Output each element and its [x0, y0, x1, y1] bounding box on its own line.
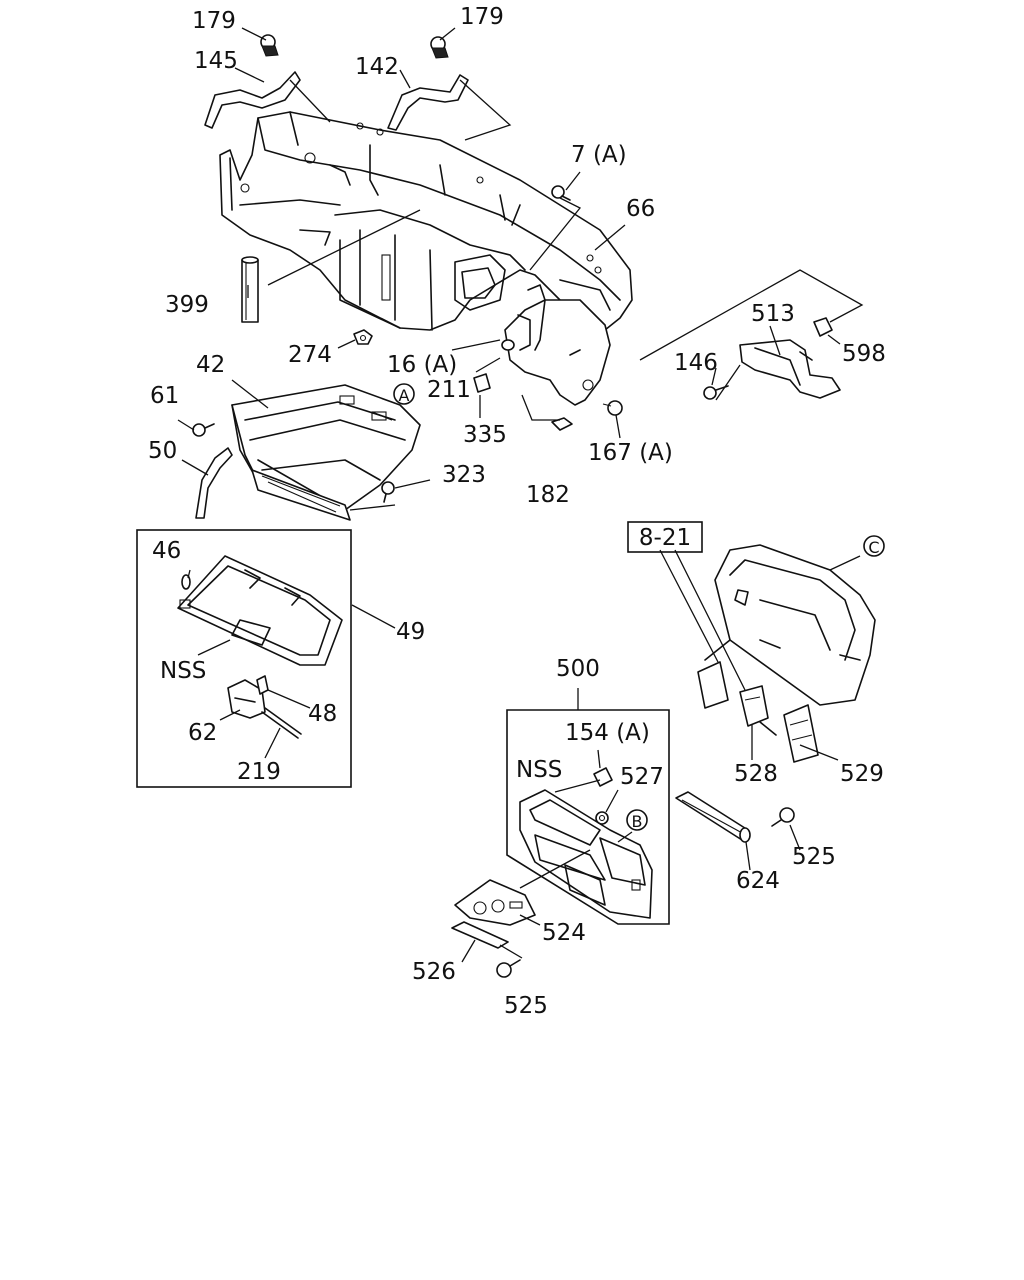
label-145: 145 — [194, 48, 238, 74]
label-529: 529 — [840, 761, 884, 787]
nut-527 — [595, 811, 609, 825]
switch-529 — [783, 704, 819, 763]
glove-box-lower-tray — [251, 469, 351, 521]
label-142: 142 — [355, 54, 399, 80]
label-42: 42 — [196, 352, 225, 378]
label-61: 61 — [150, 383, 179, 409]
instrument-panel-reinforcement — [219, 111, 633, 331]
label-528: 528 — [734, 761, 778, 787]
label-154a: 154 (A) — [565, 720, 650, 746]
label-nss-left: NSS — [160, 658, 206, 684]
label-598: 598 — [842, 341, 886, 367]
strip-624 — [675, 791, 751, 843]
rod-219 — [261, 707, 302, 739]
screw-525-right — [771, 807, 795, 827]
callout-c: C — [863, 535, 885, 557]
leader-lines — [177, 27, 864, 963]
svg-text:A: A — [399, 386, 410, 405]
callout-b: B — [626, 809, 648, 831]
bolt-167a — [602, 400, 623, 416]
label-513: 513 — [751, 301, 795, 327]
center-panel-kit-box — [506, 709, 670, 925]
switch-bracket-panel — [697, 661, 729, 709]
label-182: 182 — [526, 482, 570, 508]
screw-323 — [381, 481, 395, 503]
bolt-7a — [551, 185, 571, 201]
glove-lid-49 — [177, 555, 343, 666]
svg-text:B: B — [632, 812, 643, 831]
stopper-46 — [181, 574, 191, 590]
nut-274 — [353, 329, 373, 345]
clip-154a — [593, 767, 613, 787]
screw-146 — [703, 385, 729, 400]
weatherstrip-50 — [195, 447, 233, 519]
label-46: 46 — [152, 538, 181, 564]
label-48: 48 — [308, 701, 337, 727]
label-nss-center: NSS — [516, 757, 562, 783]
center-panel-bezel — [519, 789, 653, 919]
glove-box-42 — [231, 384, 421, 511]
clip-211 — [501, 339, 515, 351]
label-49: 49 — [396, 619, 425, 645]
label-50: 50 — [148, 438, 177, 464]
label-274: 274 — [288, 342, 332, 368]
label-525-right: 525 — [792, 844, 836, 870]
label-525-bottom: 525 — [504, 993, 548, 1019]
reference-8-21[interactable]: 8-21 — [627, 521, 703, 553]
label-527: 527 — [620, 764, 664, 790]
part-labels: 179 179 145 142 7 (A) 66 399 274 16 (A) … — [148, 4, 886, 1019]
bracket-524 — [454, 879, 536, 926]
glove-lid-kit-box — [136, 529, 352, 788]
label-66: 66 — [626, 196, 655, 222]
label-167a: 167 (A) — [588, 440, 673, 466]
strip-526 — [451, 921, 509, 949]
label-624: 624 — [736, 868, 780, 894]
bracket-142 — [387, 74, 469, 131]
tube-399 — [241, 256, 259, 323]
label-62: 62 — [188, 720, 217, 746]
cluster-bezel — [704, 544, 876, 706]
callout-a: A — [393, 383, 415, 405]
clip-598 — [813, 317, 833, 337]
label-179-left: 179 — [192, 8, 236, 34]
label-219: 219 — [237, 759, 281, 785]
label-526: 526 — [412, 959, 456, 985]
svg-text:C: C — [868, 538, 879, 557]
bracket-145 — [204, 71, 301, 129]
label-335: 335 — [463, 422, 507, 448]
label-179-right: 179 — [460, 4, 504, 30]
screw-525-bottom — [496, 959, 521, 978]
label-211: 211 — [427, 377, 471, 403]
label-7a: 7 (A) — [571, 142, 627, 168]
bolt-179-left — [260, 34, 279, 57]
bolt-179-right — [430, 36, 449, 59]
label-146: 146 — [674, 350, 718, 376]
center-brace — [504, 284, 611, 406]
switch-528 — [739, 685, 777, 736]
label-500: 500 — [556, 656, 600, 682]
label-323: 323 — [442, 462, 486, 488]
label-16a: 16 (A) — [387, 352, 457, 378]
label-524: 524 — [542, 920, 586, 946]
clip-335 — [473, 373, 491, 393]
svg-text:8-21: 8-21 — [639, 525, 691, 551]
bolt-182 — [551, 417, 573, 431]
bracket-513 — [739, 339, 841, 399]
screw-61 — [192, 423, 215, 437]
label-399: 399 — [165, 292, 209, 318]
